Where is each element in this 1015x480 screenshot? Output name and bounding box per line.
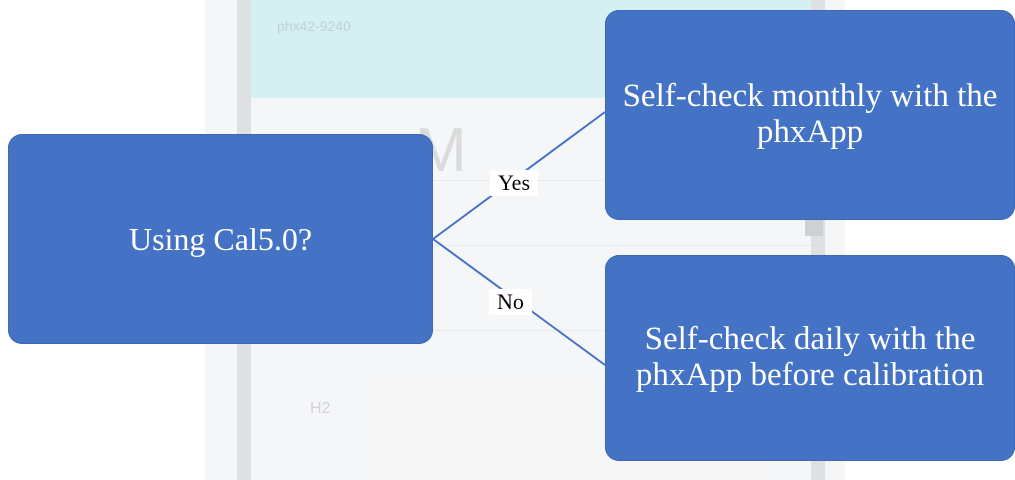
no-outcome-text: Self-check daily with the phxApp before … [635,321,985,393]
decision-question: Using Cal5.0? [128,220,313,257]
yes-outcome-text: Self-check monthly with the phxApp [622,78,998,150]
yes-outcome-box: Self-check monthly with the phxApp [605,10,1015,220]
decision-box: Using Cal5.0? [8,134,433,344]
background-header-text: phx42-9240 [277,18,351,34]
background-row-label: H2 [310,400,331,417]
no-outcome-box: Self-check daily with the phxApp before … [605,255,1015,461]
background-divider [251,245,811,246]
no-label: No [489,289,532,315]
background-divider [251,330,811,331]
yes-label: Yes [490,170,539,196]
